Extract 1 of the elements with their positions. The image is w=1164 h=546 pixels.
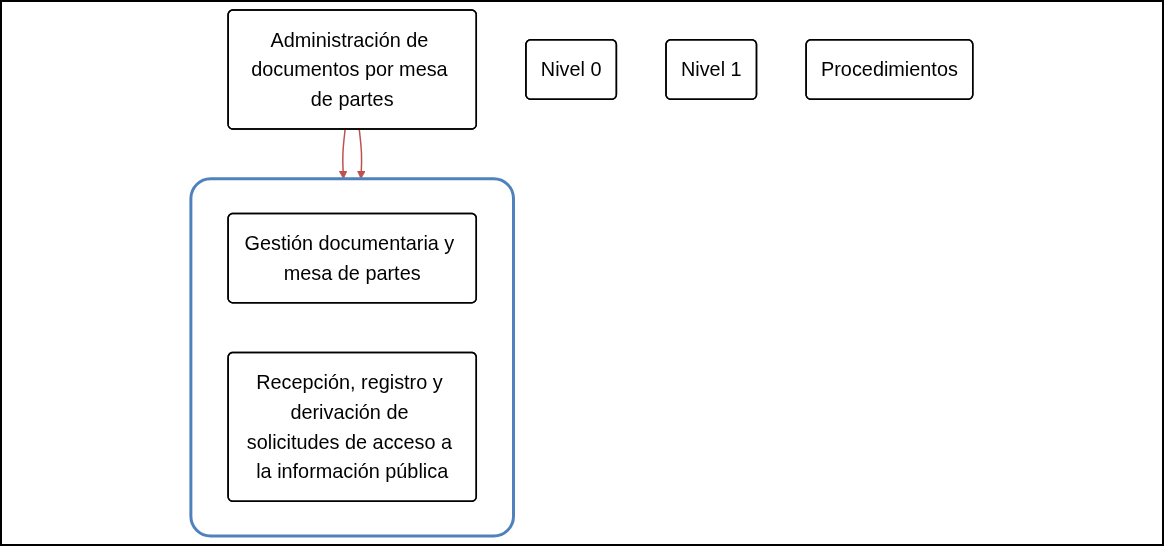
cluster bbox=[189, 177, 516, 538]
